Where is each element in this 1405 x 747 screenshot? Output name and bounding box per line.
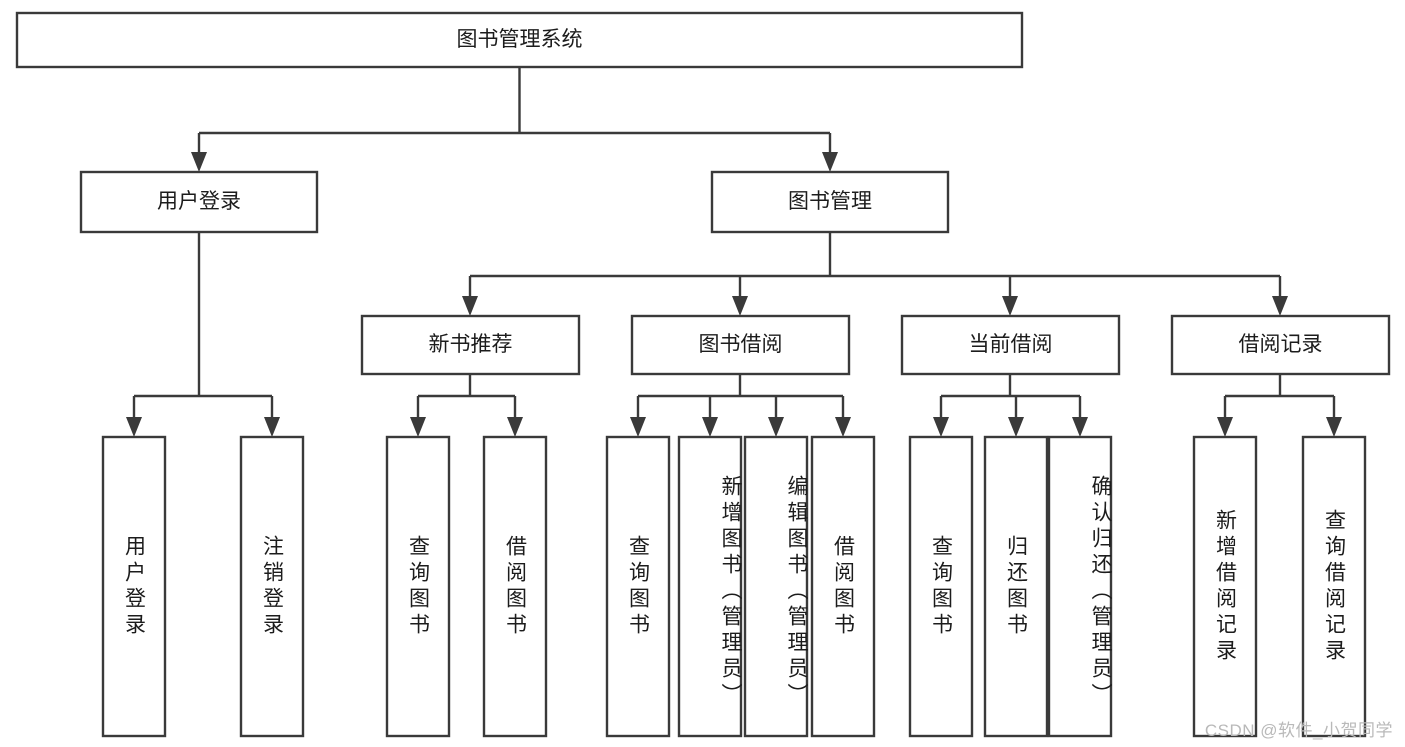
connector-group-book-management (462, 232, 1288, 316)
node-box-leaf-user-login[interactable] (101, 435, 167, 738)
node-box-leaf-user-logout[interactable] (239, 435, 305, 738)
node-box-leaf-edit-book[interactable] (743, 435, 809, 738)
connector-group-book-borrow (630, 374, 851, 437)
connector-group-new-book-recommend (410, 374, 523, 437)
node-box-leaf-confirm-return[interactable] (1047, 435, 1113, 738)
node-box-new-book-recommend[interactable] (360, 314, 581, 376)
node-box-leaf-borrow-book-recommend[interactable] (482, 435, 548, 738)
node-box-leaf-return-book[interactable] (983, 435, 1049, 738)
node-box-root[interactable] (15, 11, 1024, 69)
node-box-book-borrow[interactable] (630, 314, 851, 376)
watermark-text: CSDN @软件_小贺同学 (1204, 721, 1393, 740)
node-box-leaf-query-book-recommend[interactable] (385, 435, 451, 738)
connector-group-borrow-records (1217, 374, 1342, 437)
node-box-leaf-add-borrow-record[interactable] (1192, 435, 1258, 738)
node-box-current-borrow[interactable] (900, 314, 1121, 376)
node-box-leaf-query-book-current[interactable] (908, 435, 974, 738)
connector-group-current-borrow (933, 374, 1088, 437)
node-box-leaf-query-borrow-record[interactable] (1301, 435, 1367, 738)
connector-group-root (191, 67, 838, 172)
node-box-leaf-borrow-book[interactable] (810, 435, 876, 738)
connector-group-user-login (126, 232, 280, 437)
node-box-user-login[interactable] (79, 170, 319, 234)
node-box-borrow-records[interactable] (1170, 314, 1391, 376)
node-box-leaf-add-book[interactable] (677, 435, 743, 738)
node-box-leaf-query-book-borrow[interactable] (605, 435, 671, 738)
node-box-book-management[interactable] (710, 170, 950, 234)
